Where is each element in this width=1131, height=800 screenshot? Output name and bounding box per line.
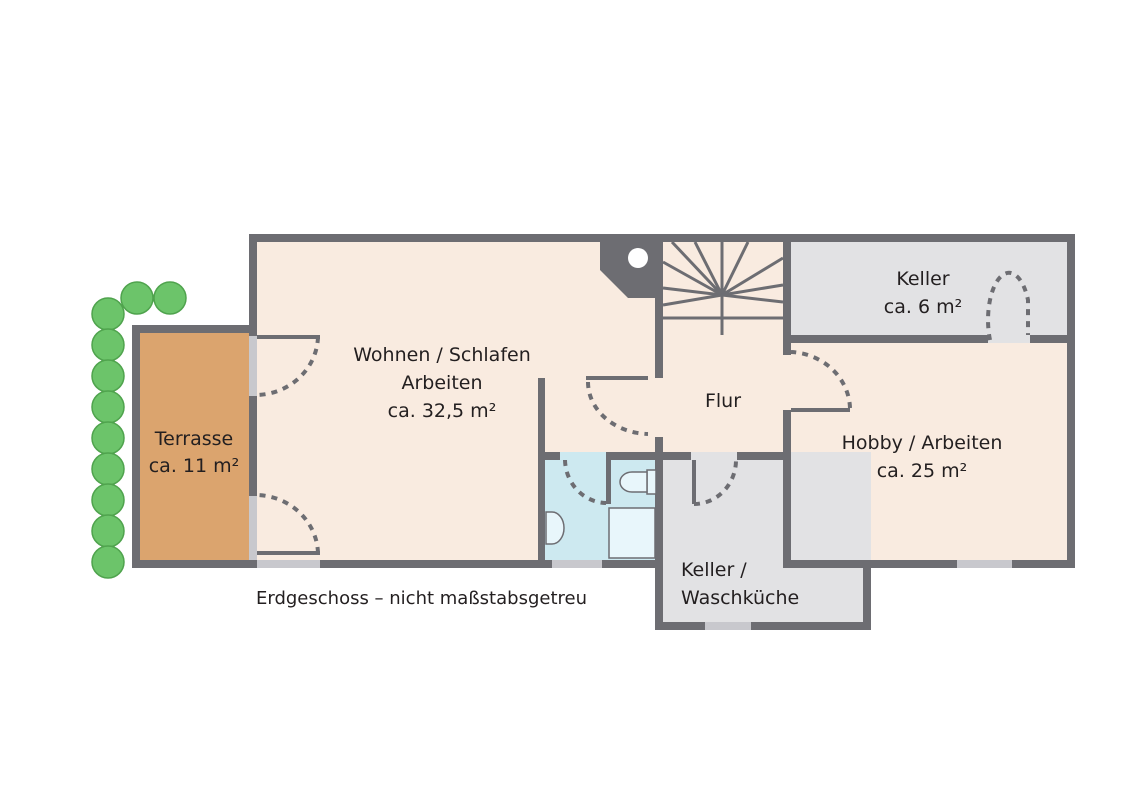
hobby-name: Hobby / Arbeiten <box>842 432 1003 454</box>
living-area: ca. 32,5 m² <box>388 400 497 422</box>
toilet-icon <box>619 469 657 495</box>
hall-floor <box>655 234 795 464</box>
cellar-name: Keller <box>896 268 949 290</box>
hall-name: Flur <box>705 390 741 412</box>
terrace-floor <box>132 325 257 568</box>
laundry-floor <box>655 452 871 630</box>
doors[interactable] <box>256 270 1030 555</box>
living-name-2: Arbeiten <box>401 372 482 394</box>
laundry-name-2: Waschküche <box>681 587 799 609</box>
staircase <box>662 240 784 335</box>
hobby-area: ca. 25 m² <box>877 460 968 482</box>
terrace-name: Terrasse <box>154 428 234 450</box>
living-name-1: Wohnen / Schlafen <box>353 344 531 366</box>
hedge-icon <box>91 281 187 579</box>
laundry-name-1: Keller / <box>681 559 747 581</box>
shower-icon <box>608 507 656 559</box>
chimney-icon <box>628 248 648 268</box>
sink-icon <box>545 511 565 545</box>
windows[interactable] <box>249 336 1012 630</box>
caption: Erdgeschoss – nicht maßstabsgetreu <box>256 588 587 609</box>
cellar-area: ca. 6 m² <box>884 296 962 318</box>
walls <box>132 234 1075 630</box>
terrace-area: ca. 11 m² <box>149 455 240 477</box>
